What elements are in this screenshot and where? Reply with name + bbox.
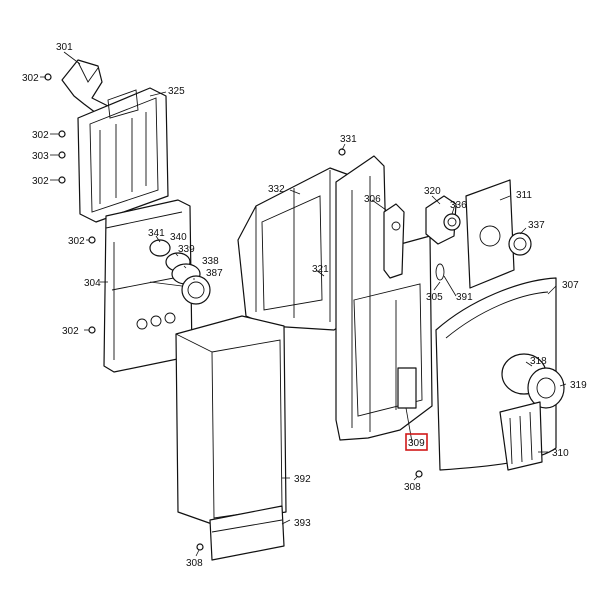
part-318-319-dials: [501, 353, 565, 409]
screw-331: [338, 148, 346, 156]
highlight-box-309: [405, 433, 428, 451]
callout-311: 311: [516, 190, 532, 201]
part-305-ring: [435, 263, 445, 281]
callout-319: 319: [570, 380, 587, 391]
part-301-lever: [61, 59, 109, 117]
screw-308-center: [415, 470, 423, 478]
callout-337: 337: [528, 220, 545, 231]
callout-302: 302: [32, 176, 49, 187]
part-306-connector: [383, 203, 405, 279]
callout-392: 392: [294, 474, 311, 485]
screws-left: [44, 73, 96, 334]
callout-301: 301: [56, 42, 73, 53]
callout-302: 302: [62, 326, 79, 337]
callout-318: 318: [530, 356, 547, 367]
callout-309: 309: [408, 438, 425, 449]
callout-391: 391: [456, 292, 473, 303]
part-309-clip: [397, 367, 417, 409]
callout-339: 339: [178, 244, 195, 255]
part-393-tray: [209, 505, 285, 561]
callout-306: 306: [364, 194, 381, 205]
callout-302: 302: [22, 73, 39, 84]
callout-331: 331: [340, 134, 357, 145]
leader-lines: [40, 51, 567, 557]
callout-340: 340: [170, 232, 187, 243]
part-320-valve: [425, 195, 461, 245]
callout-303: 303: [32, 151, 49, 162]
part-337-knob: [508, 232, 532, 256]
callout-341: 341: [148, 228, 165, 239]
callout-302: 302: [68, 236, 85, 247]
callout-307: 307: [562, 280, 579, 291]
part-frame-center: [335, 155, 433, 441]
callout-302: 302: [32, 130, 49, 141]
callout-320: 320: [424, 186, 441, 197]
callout-308: 308: [186, 558, 203, 569]
callout-305: 305: [426, 292, 443, 303]
callout-labels: 301 302 325 302 303 302 302 331 332 306 …: [22, 42, 587, 569]
part-311-plate: [465, 179, 515, 289]
screw-308-bottom: [196, 543, 204, 551]
callout-393: 393: [294, 518, 311, 529]
part-392-door: [175, 315, 287, 525]
callout-308: 308: [404, 482, 421, 493]
callout-310: 310: [552, 448, 569, 459]
callout-321: 321: [312, 264, 329, 275]
part-310-grill: [499, 401, 543, 471]
callout-325: 325: [168, 86, 185, 97]
part-325-bracket: [77, 87, 169, 223]
callout-304: 304: [84, 278, 101, 289]
part-304-panel: [103, 199, 193, 373]
callout-387: 387: [206, 268, 223, 279]
callout-338: 338: [202, 256, 219, 267]
callout-332: 332: [268, 184, 285, 195]
callout-336: 336: [450, 200, 467, 211]
